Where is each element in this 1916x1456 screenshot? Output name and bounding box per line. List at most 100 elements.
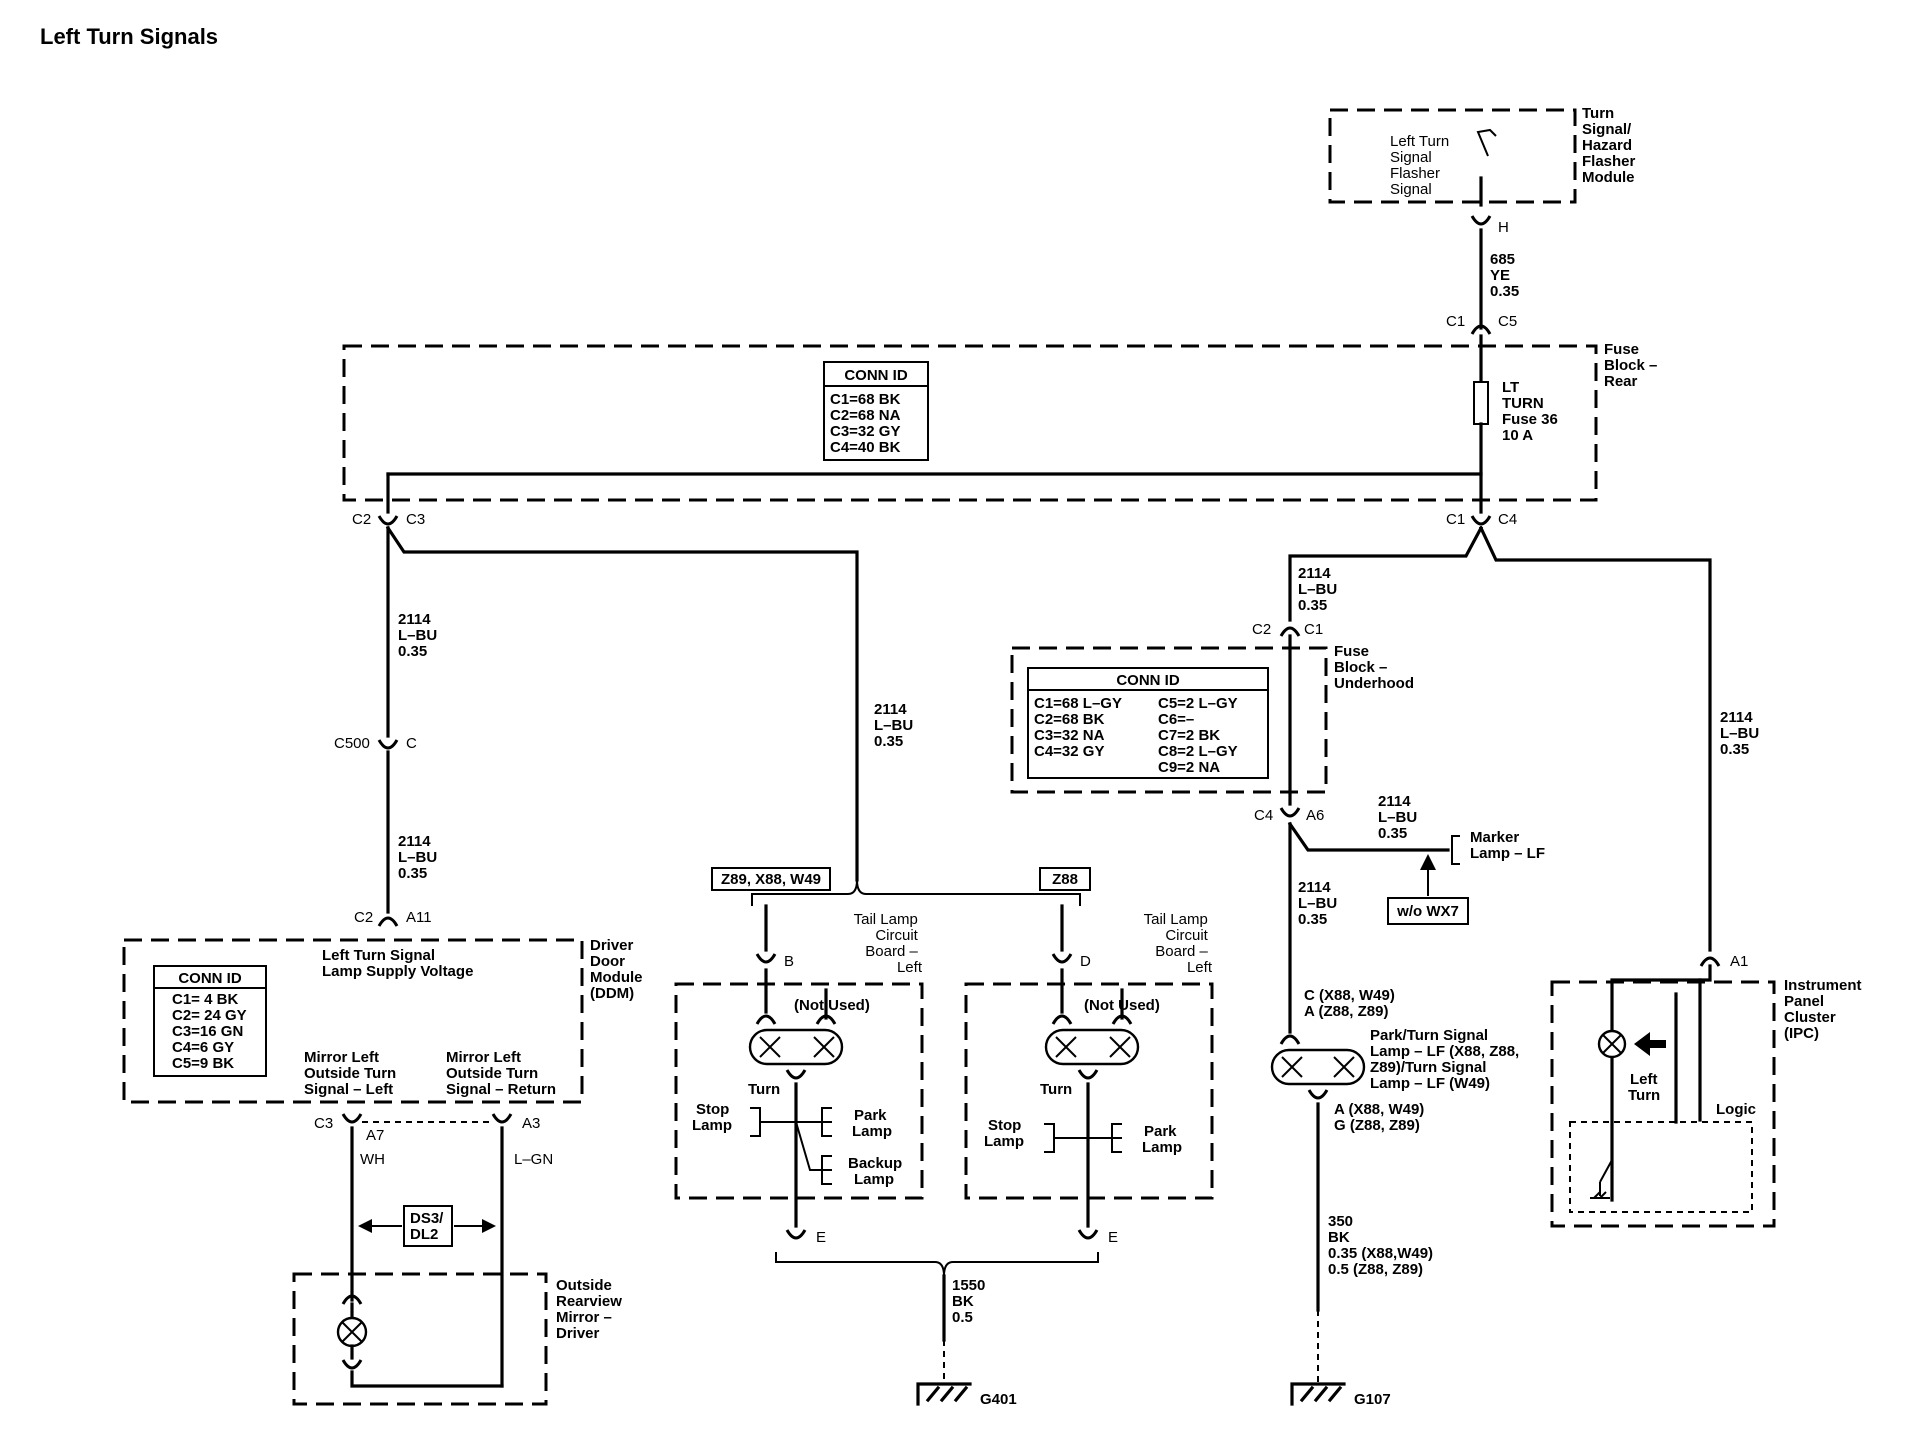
flasher-module-label: Turn Signal/ Hazard Flasher Module [1582,105,1640,186]
tail-left-pin-e: E [816,1229,826,1246]
fuse-rear-conn-id-table [823,361,929,461]
fuse-rear-connector-c1-c4 [1470,515,1492,526]
underhood-c2-label: C2 [1252,621,1271,638]
tail-right-connector-e [1077,1229,1099,1240]
wire-2114-park-turn-label: 2114 L–BU 0.35 [1298,879,1341,928]
ddm-a7-label: A7 [366,1127,384,1144]
ground-g107-icon [1290,1382,1346,1406]
wire-2114-underhood [1288,525,1484,622]
marker-lamp-label: Marker Lamp – LF [1470,829,1545,862]
tail-left-park-label: Park Lamp [852,1107,892,1140]
ddm-label: Driver Door Module (DDM) [590,937,647,1002]
fuse-rear-conn-id-header: CONN ID [844,367,908,384]
tail-right-lamp-bottom-conn [1077,1069,1099,1080]
ddm-branch: 2114 L–BU 0.35 C500 C 2114 L–BU 0.35 C2 … [122,525,859,1388]
ipc-connector-a1 [1699,956,1721,967]
tail-right-board-label: Tail Lamp Circuit Board – Left [1144,911,1213,976]
wire-2114-tail-label: 2114 L–BU 0.35 [874,701,917,750]
ddm-a11-label: A11 [406,909,432,926]
park-turn-connector-top [1279,1034,1301,1045]
lt-turn-fuse [1473,381,1489,425]
marker-lamp-bracket [1451,835,1460,865]
outside-mirror: Outside Rearview Mirror – Driver [292,1272,626,1406]
underhood-box [1010,646,1328,794]
left-turn-indicator-filament [1602,1034,1622,1054]
ipc-logic-box [1569,1121,1753,1213]
ipc-box [1550,980,1776,1228]
fuse-rear-c1-label: C1 [1446,313,1465,330]
underhood-conn-id-left: C1=68 L–GY C2=68 BK C3=32 NA C4=32 GY [1034,695,1126,760]
ds3-dl2-option-label: DS3/ DL2 [410,1210,448,1243]
tail-right-pin-d: D [1080,953,1091,970]
ddm-a3-label: A3 [522,1115,540,1132]
tail-left-turn-label: Turn [748,1081,780,1098]
mirror-return-wire [350,1370,504,1388]
outside-mirror-box [292,1272,548,1406]
tail-left-not-used: (Not Used) [794,997,870,1014]
flasher-module: Left Turn Signal Flasher Signal Turn Sig… [1328,105,1640,335]
tail-right-stop-park-bracket [1044,1123,1122,1153]
ds3-dl2-option-box [403,1205,453,1247]
tail-left-dual-lamp-icon [748,1028,844,1066]
wo-wx7-option-box [1387,897,1469,925]
underhood-connector-bottom [1279,807,1301,818]
tail-left-connector-b [755,953,777,964]
mirror-connector-bottom [341,1359,363,1370]
ground-g107-label: G107 [1354,1391,1391,1408]
underhood-branch: 2114 L–BU 0.35 C2 C1 Fuse Block – Underh… [1010,525,1545,1408]
flasher-pin-label: H [1498,219,1509,236]
fuse-rear-conn-id-rows: C1=68 BK C2=68 NA C3=32 GY C4=40 BK [830,391,905,456]
tail-right-park-label: Park Lamp [1142,1123,1182,1156]
fuse-rear-c3-label: C3 [406,511,425,528]
ground-g401-icon [916,1382,972,1406]
option-arrow-right [482,1219,496,1233]
fuse-block-rear: Fuse Block – Rear CONN ID C1=68 BK C2=68… [342,334,1662,528]
flasher-switch-label: Left Turn Signal Flasher Signal [1390,133,1453,198]
ground-join-bracket [775,1252,1099,1277]
tail-left-stop-park-bracket [750,1107,832,1137]
flasher-switch-contact [1476,128,1497,157]
park-turn-pins-top: C (X88, W49) A (Z88, Z89) [1304,987,1399,1020]
tail-left-board-box [674,982,924,1200]
wire-wh-label: WH [360,1151,385,1168]
outside-mirror-label: Outside Rearview Mirror – Driver [556,1277,626,1342]
ipc-ground-switch-icon [1590,1159,1613,1199]
ipc-left-turn-label: Left Turn [1628,1071,1662,1104]
tail-left-backup-bracket [795,1121,832,1185]
ipc-branch: 2114 L–BU 0.35 A1 Instrument Panel Clust… [1478,525,1866,1228]
ddm-box [122,938,584,1104]
ipc-logic-label: Logic [1716,1101,1756,1118]
ipc-lamp-feed [1610,978,1702,1034]
underhood-conn-id-table [1027,667,1269,779]
diagram-title: Left Turn Signals [40,24,218,49]
flasher-module-box [1328,108,1577,204]
wire-685-label: 685 YE 0.35 [1490,251,1519,300]
underhood-label: Fuse Block – Underhood [1334,643,1414,692]
ddm-c2-label: C2 [354,909,373,926]
park-turn-connector-bottom [1307,1089,1329,1100]
ipc-label: Instrument Panel Cluster (IPC) [1784,977,1866,1042]
fuse-block-rear-label: Fuse Block – Rear [1604,341,1662,390]
wo-wx7-option-label: w/o WX7 [1396,903,1459,920]
option-z89-label: Z89, X88, W49 [721,871,821,888]
ddm-conn-id-table [153,965,267,1077]
wire-2114-marker [1287,821,1450,852]
fuse-rear-c2-label: C2 [352,511,371,528]
mirror-lamp-filament [341,1321,363,1343]
tail-left-lamp-bottom-conn [785,1069,807,1080]
park-turn-lamp-filaments [1281,1056,1355,1078]
tail-right-stop-label: Stop Lamp [984,1117,1026,1150]
tail-right-turn-label: Turn [1040,1081,1072,1098]
tail-left-stop-label: Stop Lamp [692,1101,734,1134]
tail-right-lamp-top-conn-1 [1051,1014,1073,1025]
c500-pin-label: C [406,735,417,752]
mirror-connector-top [341,1294,363,1305]
tail-left-pin-b: B [784,953,794,970]
option-arrow-left [358,1219,372,1233]
wire-lgn-label: L–GN [514,1151,553,1168]
underhood-conn-id-header: CONN ID [1116,672,1180,689]
tail-left-lamp-top-conn-1 [755,1014,777,1025]
tail-right-dual-lamp-icon [1044,1028,1140,1066]
